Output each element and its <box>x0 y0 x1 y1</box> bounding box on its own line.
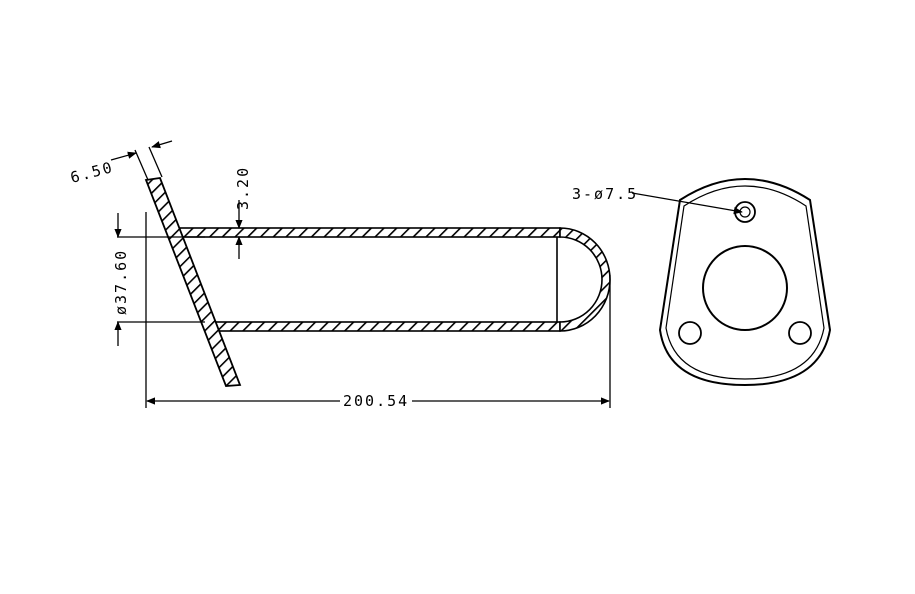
tube-side-view <box>167 227 611 332</box>
flange-mount-hole-left <box>678 321 702 345</box>
dim-label-total-length: 200.54 <box>343 392 409 410</box>
dimension-tube-diameter: ø37.60 <box>112 213 205 346</box>
leader-hole-spec: 3-ø7.5 <box>572 185 743 215</box>
flange-plate <box>144 177 242 387</box>
dimension-hatch-thickness: 3.20 <box>234 166 252 259</box>
dimension-total-length: 200.54 <box>145 212 611 410</box>
flange-plate-section <box>144 177 242 387</box>
flange-mount-hole-top <box>734 201 756 223</box>
tube-top-wall <box>167 227 561 238</box>
tube-end-cap <box>559 227 611 332</box>
dim-label-hatch-thickness: 3.20 <box>234 166 252 210</box>
dim-label-wall-thickness: 6.50 <box>68 158 115 187</box>
tube-bottom-wall <box>204 321 561 332</box>
dim-label-tube-diameter: ø37.60 <box>112 249 130 315</box>
dim-label-hole-spec: 3-ø7.5 <box>572 185 638 203</box>
flange-inner-outline <box>665 185 825 380</box>
flange-center-hole <box>702 245 788 331</box>
flange-front-view <box>658 178 832 387</box>
flange-mount-hole-right <box>788 321 812 345</box>
